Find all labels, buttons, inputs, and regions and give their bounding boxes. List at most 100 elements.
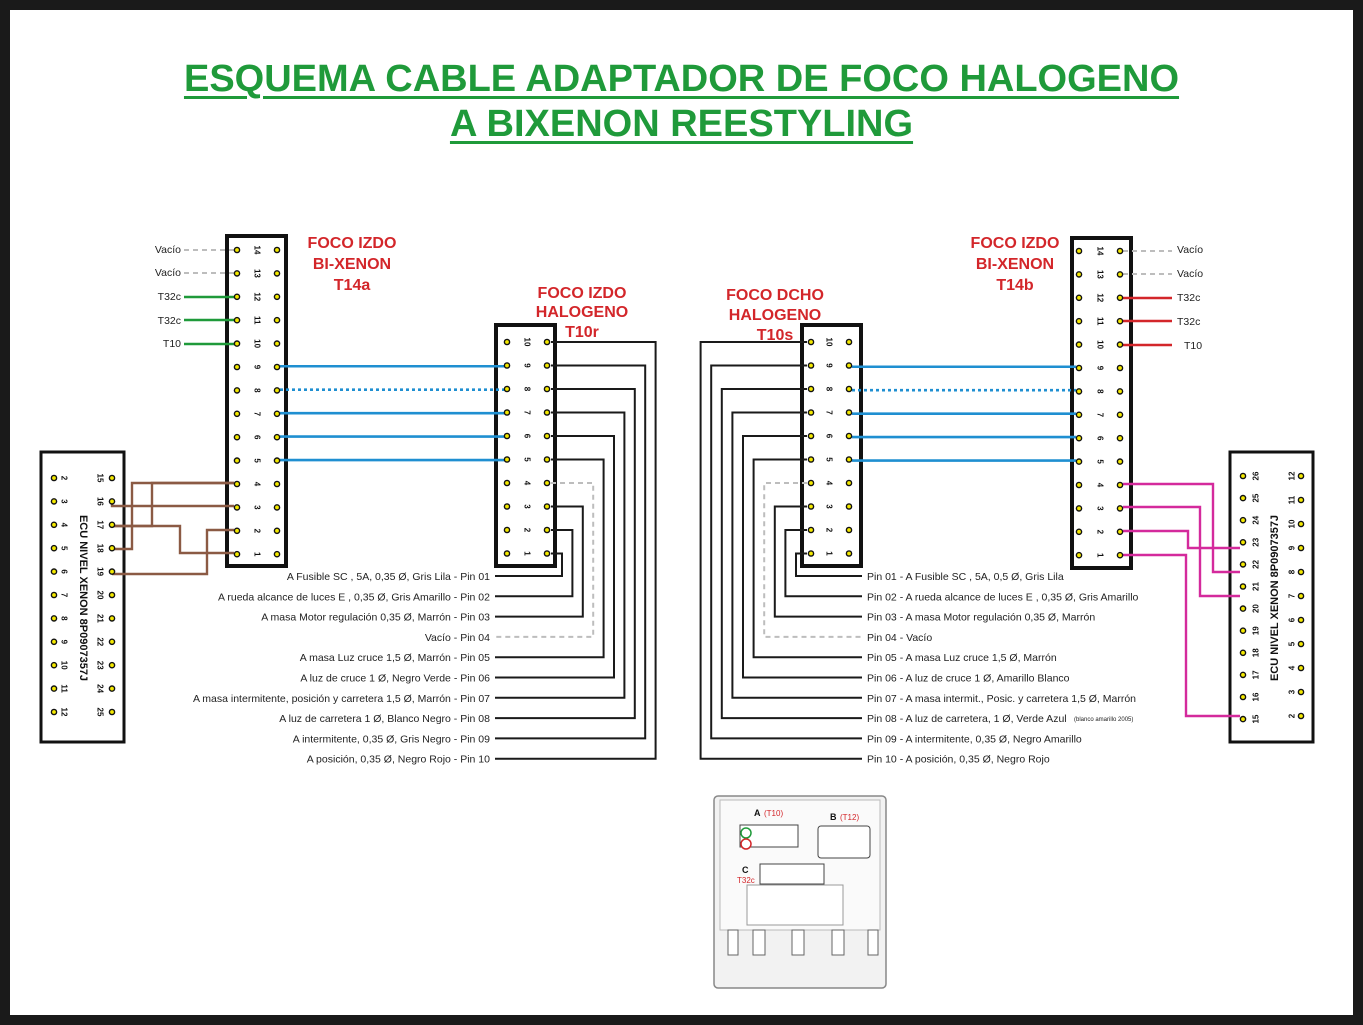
right-pin-desc-4: Pin 04 - Vacío bbox=[867, 632, 932, 644]
t14b-pin-number-10: 10 bbox=[1096, 340, 1105, 349]
left-label-vacio-1: Vacío bbox=[155, 244, 181, 256]
ecu-right-pin-number-8-b: 8 bbox=[1288, 569, 1297, 574]
t14b-pin-left-7 bbox=[1075, 411, 1083, 419]
t14a-pin-number-13: 13 bbox=[253, 269, 262, 278]
t14a-pin-left-14 bbox=[233, 246, 241, 254]
t14b-pin-right-7 bbox=[1116, 411, 1124, 419]
ecu-left-pin-6 bbox=[50, 568, 58, 575]
module-label-c-sub: T32c bbox=[737, 876, 755, 885]
t10r-pin-left-9 bbox=[503, 362, 511, 369]
t10s-pin-number-3: 3 bbox=[825, 504, 834, 509]
ecu-left-pin-number-23: 23 bbox=[96, 661, 105, 670]
t14a-pin-right-8 bbox=[273, 387, 281, 394]
t14b-pin-number-12: 12 bbox=[1096, 293, 1105, 302]
ecu-right-pin-26-a bbox=[1239, 472, 1247, 480]
left-pin-desc-10: A posición, 0,35 Ø, Negro Rojo - Pin 10 bbox=[307, 754, 490, 766]
wire-t10r-pin-7 bbox=[495, 411, 626, 699]
right-pin-desc-9: Pin 09 - A intermitente, 0,35 Ø, Negro A… bbox=[867, 733, 1082, 745]
t10r-pin-number-9: 9 bbox=[523, 363, 532, 368]
t10s-pin-number-1: 1 bbox=[825, 551, 834, 556]
ecu-right-pin-number-2-b: 2 bbox=[1288, 713, 1297, 718]
right-label-vacio-2: Vacío bbox=[1177, 268, 1203, 280]
ecu-left-pin-10 bbox=[50, 661, 58, 669]
t14b-pin-number-8: 8 bbox=[1096, 389, 1105, 394]
ecu-right-pin-23-a bbox=[1239, 539, 1247, 546]
ecu-left-label: ECU NIVEL XENON 8P0907357J bbox=[77, 515, 89, 681]
t14b-pin-left-14 bbox=[1075, 247, 1083, 255]
ecu-left-pin-19 bbox=[108, 568, 116, 575]
t10s-pin-left-6 bbox=[807, 432, 815, 440]
t14b-pin-number-11: 11 bbox=[1096, 317, 1105, 326]
ecu-left-pin-11 bbox=[50, 685, 58, 692]
t14b-pin-right-13 bbox=[1116, 271, 1124, 278]
right-pin-08-note: (blanco amarillo 2005) bbox=[1074, 717, 1133, 723]
t14a-pin-right-4 bbox=[273, 480, 281, 488]
ecu-right-pin-25-a bbox=[1239, 494, 1247, 502]
ecu-right-pin-8-b bbox=[1297, 568, 1305, 576]
t10s-pin-left-3 bbox=[807, 503, 815, 510]
ecu-left-pin-number-4: 4 bbox=[60, 523, 69, 528]
t14b-pin-right-3 bbox=[1116, 505, 1124, 512]
ecu-left-pin-number-19: 19 bbox=[96, 567, 105, 576]
ecu-right-pin-number-16-a: 16 bbox=[1252, 692, 1261, 701]
wire-magenta-2 bbox=[1123, 505, 1240, 598]
t10s-pin-right-9 bbox=[845, 362, 853, 369]
ecu-right-pin-24-a bbox=[1239, 516, 1247, 524]
right-pin-desc-8: Pin 08 - A luz de carretera, 1 Ø, Verde … bbox=[867, 713, 1067, 725]
t14b-pin-left-5 bbox=[1075, 458, 1083, 465]
t14b-heading-1: FOCO IZDO bbox=[971, 235, 1060, 252]
t14a-pin-right-12 bbox=[273, 293, 281, 301]
ecu-right-pin-10-b bbox=[1297, 520, 1305, 528]
ecu-left-pin-number-5: 5 bbox=[60, 546, 69, 551]
ecu-right-pin-20-a bbox=[1239, 605, 1247, 612]
ecu-right-pin-5-b bbox=[1297, 640, 1305, 648]
left-pin-desc-7: A masa intermitente, posición y carreter… bbox=[193, 693, 490, 705]
t14b-pin-left-13 bbox=[1075, 271, 1083, 278]
t14a-heading-2: BI-XENON bbox=[313, 256, 391, 273]
ecu-left-pin-7 bbox=[50, 591, 58, 599]
t10s-pin-right-2 bbox=[845, 526, 853, 534]
ecu-left-pin-number-21: 21 bbox=[96, 614, 105, 623]
wire-t10r-pin-6 bbox=[495, 435, 615, 679]
t14b-pin-right-10 bbox=[1116, 341, 1124, 348]
module-label-b-sub: (T12) bbox=[840, 813, 859, 822]
wire-brown-5 bbox=[112, 481, 234, 551]
right-pin-desc-3: Pin 03 - A masa Motor regulación 0,35 Ø,… bbox=[867, 612, 1095, 624]
wire-t10r-pin-3 bbox=[495, 505, 584, 618]
right-pin-desc-1: Pin 01 - A Fusible SC , 5A, 0,5 Ø, Gris … bbox=[867, 571, 1064, 583]
ecu-left-pin-number-12: 12 bbox=[60, 708, 69, 717]
diagram-title-line1: ESQUEMA CABLE ADAPTADOR DE FOCO HALOGENO bbox=[183, 58, 1180, 100]
ecu-left-pin-2 bbox=[50, 474, 58, 482]
ecu-left-pin-number-18: 18 bbox=[96, 544, 105, 553]
t10r-pin-right-5 bbox=[543, 456, 551, 463]
left-pin-desc-9: A intermitente, 0,35 Ø, Gris Negro - Pin… bbox=[293, 733, 490, 745]
pin-description-lists: A Fusible SC , 5A, 0,35 Ø, Gris Lila - P… bbox=[193, 571, 1139, 766]
t10r-pin-number-6: 6 bbox=[523, 434, 532, 439]
right-label-t10: T10 bbox=[1184, 340, 1202, 352]
t10r-pin-number-2: 2 bbox=[523, 528, 532, 533]
t10s-pin-right-1 bbox=[845, 550, 853, 557]
t14b-pin-left-6 bbox=[1075, 434, 1083, 442]
ecu-right-pin-18-a bbox=[1239, 649, 1247, 657]
ecu-left-pin-number-3: 3 bbox=[60, 499, 69, 504]
ecu-right-pin-number-15-a: 15 bbox=[1252, 714, 1261, 723]
t10s-pin-right-4 bbox=[845, 479, 853, 487]
t10s-pin-left-9 bbox=[807, 362, 815, 369]
t10r-pin-right-4 bbox=[543, 479, 551, 487]
t10r-pin-number-7: 7 bbox=[523, 410, 532, 415]
ecu-left-pin-number-15: 15 bbox=[96, 474, 105, 483]
left-pin-desc-1: A Fusible SC , 5A, 0,35 Ø, Gris Lila - P… bbox=[287, 571, 490, 583]
wire-t10s-pin-2 bbox=[784, 529, 862, 598]
t14b-pin-right-1 bbox=[1116, 551, 1124, 559]
t10r-pin-left-3 bbox=[503, 503, 511, 510]
wire-t10r-pin-9 bbox=[495, 364, 647, 740]
ecu-left-pin-number-2: 2 bbox=[60, 476, 69, 481]
t14b-pin-left-12 bbox=[1075, 294, 1083, 302]
t10s-pin-right-8 bbox=[845, 385, 853, 393]
ecu-right-pin-number-4-b: 4 bbox=[1288, 665, 1297, 670]
t10s-pin-right-7 bbox=[845, 409, 853, 416]
t14a-pin-number-1: 1 bbox=[253, 552, 262, 557]
ecu-right-pin-number-10-b: 10 bbox=[1288, 519, 1297, 528]
t14a-pin-right-6 bbox=[273, 433, 281, 441]
